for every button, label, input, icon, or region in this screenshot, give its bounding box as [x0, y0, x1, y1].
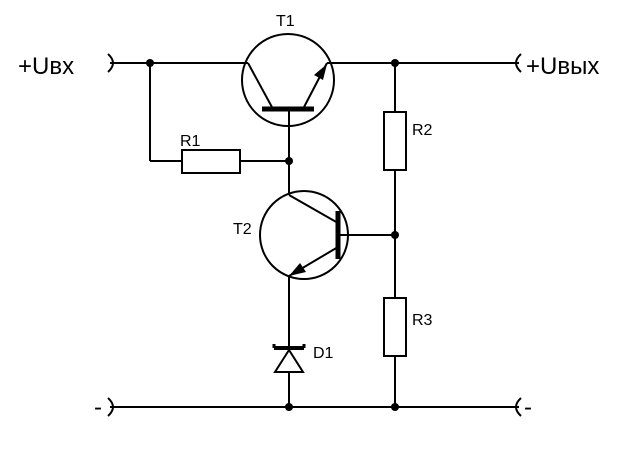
label-output-negative: - [524, 394, 532, 421]
transistor-t1: T1 [241, 13, 335, 127]
zener-diode-d1: D1 [272, 344, 334, 373]
junction-dot [391, 403, 399, 411]
terminal-input-positive: +Uвх [18, 53, 114, 80]
junction-dot [285, 403, 293, 411]
junctions [146, 59, 399, 411]
resistor-r1: R1 [180, 133, 241, 174]
resistor-r3: R3 [383, 297, 433, 357]
label-t1: T1 [276, 13, 295, 30]
transistor-t2: T2 [233, 190, 349, 280]
label-r3: R3 [412, 312, 433, 329]
junction-dot [285, 157, 293, 165]
label-input-positive: +Uвх [18, 53, 74, 80]
label-d1: D1 [313, 345, 334, 362]
resistor-r2: R2 [383, 111, 433, 171]
label-t2: T2 [233, 221, 252, 238]
junction-dot [146, 59, 154, 67]
label-input-negative: - [94, 394, 102, 421]
junction-dot [391, 59, 399, 67]
label-output-positive: +Uвых [526, 53, 599, 80]
label-r1: R1 [180, 133, 201, 150]
terminal-output-positive: +Uвых [515, 53, 599, 80]
junction-dot [391, 231, 399, 239]
label-r2: R2 [412, 122, 433, 139]
